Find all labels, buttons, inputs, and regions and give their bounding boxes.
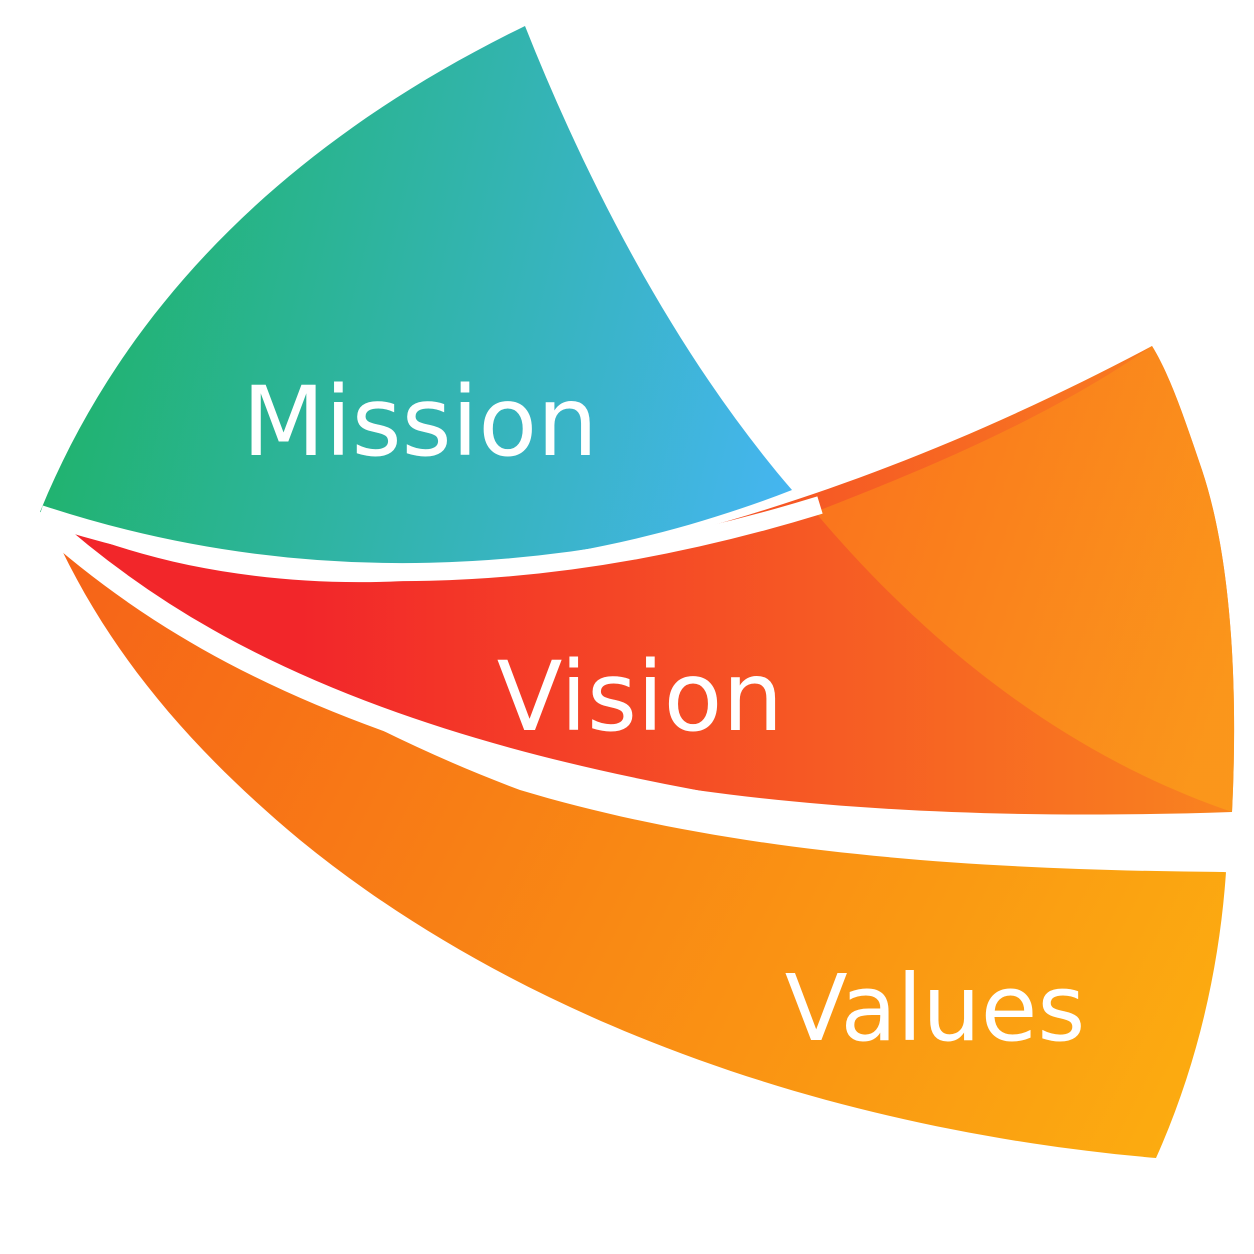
mission-label: Mission — [242, 366, 598, 478]
mission-segment: Mission — [40, 26, 792, 569]
values-segment: Values — [48, 520, 1226, 1158]
vision-values-separator — [34, 511, 1241, 873]
mission-shape — [40, 26, 792, 569]
vision-tip-shading — [815, 346, 1235, 812]
values-label: Values — [785, 955, 1086, 1062]
values-shape — [48, 520, 1226, 1158]
vision-label: Vision — [497, 641, 784, 753]
mission-vision-separator — [37, 496, 823, 582]
